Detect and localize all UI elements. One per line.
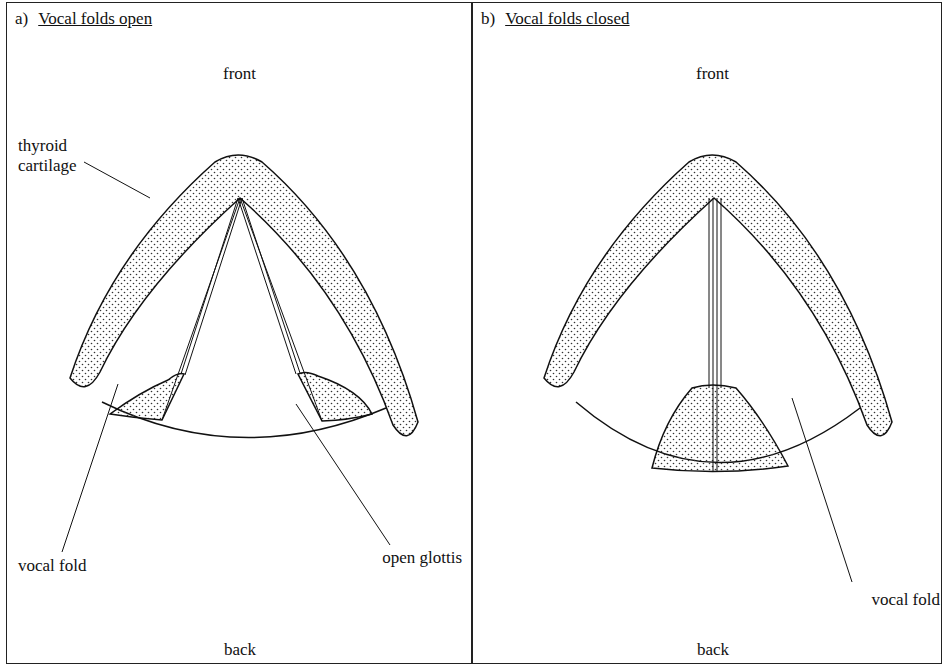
part-label: vocal fold — [18, 556, 108, 576]
part-label: vocal fold — [862, 590, 940, 610]
part-label: thyroid cartilage — [18, 136, 90, 175]
panel-title: Vocal folds closed — [505, 9, 629, 28]
arytenoid — [110, 374, 184, 420]
panel-title: Vocal folds open — [38, 9, 152, 28]
leader-line — [62, 162, 390, 552]
orientation-label: front — [223, 64, 256, 84]
leader-line — [792, 398, 852, 582]
orientation-label: front — [696, 64, 729, 84]
arytenoid — [652, 385, 788, 472]
orientation-label: back — [697, 640, 729, 660]
part-label: open glottis — [382, 548, 462, 568]
vocal-fold — [162, 198, 322, 421]
figure-panel: b) Vocal folds closed — [472, 2, 942, 664]
orientation-label: back — [224, 640, 256, 660]
thyroid-cartilage — [70, 155, 418, 436]
panel-letter: b) — [481, 9, 495, 28]
panel-letter: a) — [15, 9, 28, 28]
arytenoid — [298, 372, 372, 421]
vocal-fold — [709, 198, 721, 472]
closed-larynx — [544, 155, 892, 582]
open-larynx — [62, 155, 418, 552]
